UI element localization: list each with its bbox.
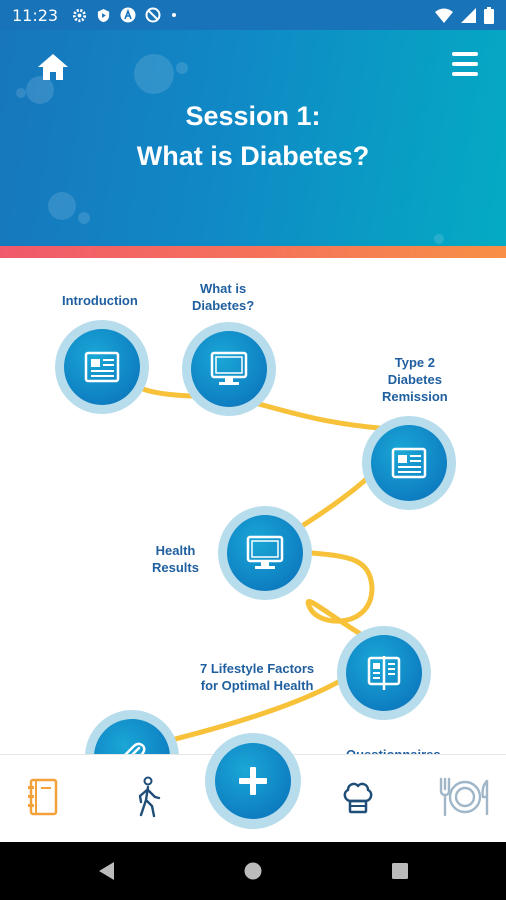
status-time: 11:23 xyxy=(12,5,59,25)
page-title: Session 1: What is Diabetes? xyxy=(0,96,506,176)
node-label-what-is-diabetes: What is Diabetes? xyxy=(192,281,255,313)
header-gradient-strip xyxy=(0,246,506,258)
session-header: Session 1: What is Diabetes? xyxy=(0,30,506,246)
node-label-type2-remission: Type 2 Diabetes Remission xyxy=(382,355,448,404)
home-circle-icon[interactable] xyxy=(243,860,263,882)
decor-bubble xyxy=(434,234,444,244)
booklet-icon xyxy=(367,656,401,690)
shield-play-icon xyxy=(97,8,110,22)
node-label-questionnaires: Questionnaires xyxy=(346,746,441,754)
walking-icon xyxy=(138,776,161,818)
bottom-navigation xyxy=(0,733,506,842)
decor-bubble xyxy=(176,62,188,74)
hamburger-menu-icon xyxy=(452,52,478,56)
decor-bubble xyxy=(134,54,174,94)
session-node-type2-remission[interactable] xyxy=(362,416,456,510)
recents-square-icon[interactable] xyxy=(390,860,410,882)
dot-icon xyxy=(172,13,177,17)
nav-meals[interactable] xyxy=(436,773,494,821)
decor-bubble xyxy=(78,212,90,224)
monitor-icon xyxy=(210,351,248,385)
menu-button[interactable] xyxy=(452,52,478,76)
title-line-2: What is Diabetes? xyxy=(136,141,370,171)
node-label-health-results: Health Results xyxy=(152,543,199,575)
decor-bubble xyxy=(16,88,26,98)
session-map: Introduction What is Diabetes? Type 2 Di… xyxy=(0,258,506,754)
session-node-introduction[interactable] xyxy=(55,320,149,414)
home-icon xyxy=(38,54,68,80)
paperclip-icon xyxy=(124,742,146,754)
settings-icon xyxy=(73,8,87,22)
article-icon xyxy=(84,351,120,383)
notebook-icon xyxy=(28,778,58,816)
plate-cutlery-icon xyxy=(439,777,489,817)
status-bar: 11:23 xyxy=(0,0,506,30)
system-navigation-bar xyxy=(0,842,506,900)
nav-recipes[interactable] xyxy=(334,773,382,821)
node-label-introduction: Introduction xyxy=(62,293,138,308)
chef-hat-icon xyxy=(343,782,373,814)
plus-icon xyxy=(239,767,267,795)
article-icon xyxy=(391,447,427,479)
status-right-icons xyxy=(435,6,494,24)
home-button[interactable] xyxy=(36,52,70,82)
add-button[interactable] xyxy=(205,733,301,829)
nav-journal[interactable] xyxy=(18,773,66,821)
decor-bubble xyxy=(48,192,76,220)
title-line-1: Session 1: xyxy=(185,101,321,131)
session-node-health-results[interactable] xyxy=(218,506,312,600)
decor-bubble xyxy=(26,76,54,104)
back-icon[interactable] xyxy=(96,860,116,882)
wifi-icon xyxy=(435,8,453,23)
session-node-what-is-diabetes[interactable] xyxy=(182,322,276,416)
status-icons xyxy=(72,7,178,23)
signal-icon xyxy=(461,7,476,23)
battery-icon xyxy=(484,6,494,24)
nav-activity[interactable] xyxy=(124,773,172,821)
node-label-lifestyle-factors: 7 Lifestyle Factors for Optimal Health xyxy=(200,661,315,693)
a-circle-icon xyxy=(120,7,136,23)
no-sync-icon xyxy=(145,7,161,23)
session-node-lifestyle-factors[interactable] xyxy=(337,626,431,720)
monitor-icon xyxy=(246,535,284,569)
